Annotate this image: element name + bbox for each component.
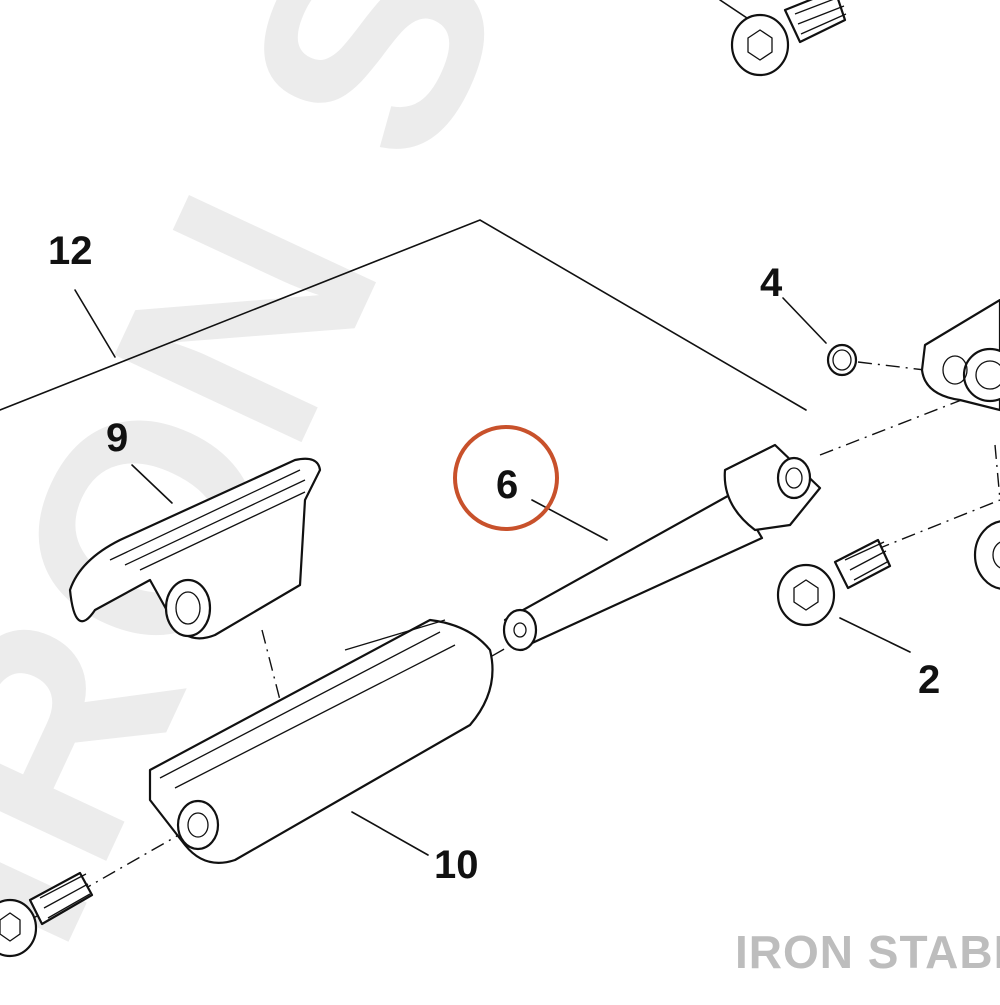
leader-line-2	[839, 617, 911, 653]
footpeg-body-part	[148, 618, 494, 864]
circlip-part	[826, 343, 858, 377]
callout-2: 2	[918, 658, 940, 702]
footpeg-pad-part	[68, 457, 322, 640]
mount-plate-part	[920, 298, 1000, 412]
axis-line-peg-vertical	[261, 629, 281, 701]
callout-4: 4	[760, 261, 783, 305]
leader-line-10	[351, 811, 429, 856]
lower-bolt	[0, 871, 94, 958]
top-bolt	[719, 0, 847, 77]
brand-logo-text: IRON STABLE	[735, 926, 1000, 978]
bolt-part-2	[776, 538, 892, 627]
callout-10: 10	[434, 843, 479, 887]
callout-9: 9	[106, 416, 128, 460]
leader-line-6	[531, 499, 608, 541]
callout-6: 6	[496, 463, 518, 507]
callout-12: 12	[48, 229, 93, 273]
leader-line-12	[74, 289, 116, 358]
leader-line-9	[131, 464, 173, 504]
leader-line-4	[782, 297, 827, 344]
axis-line-clip	[857, 361, 926, 371]
highlight-circle	[453, 425, 559, 531]
washer-part	[973, 520, 1000, 590]
pivot-pin-part	[502, 443, 822, 652]
axis-line-right	[994, 444, 1000, 501]
bracket-line-12	[0, 219, 807, 411]
